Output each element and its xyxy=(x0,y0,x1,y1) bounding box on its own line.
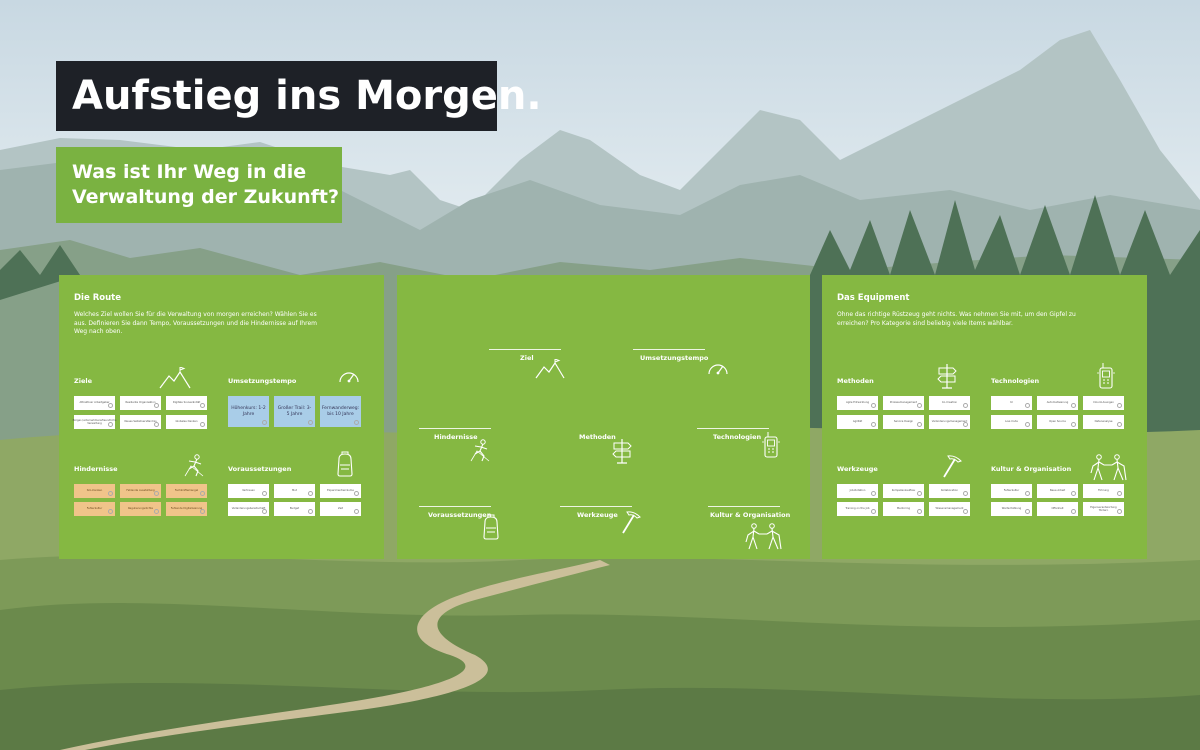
mountain-icon xyxy=(159,367,191,389)
kultur-card[interactable]: Neue Arbeit xyxy=(1037,484,1078,498)
werkzeug-card[interactable]: Wissensmanagement xyxy=(929,502,970,516)
tempo-card[interactable]: Fernwanderweg: bis 10 Jahre xyxy=(320,396,361,427)
werkzeug-card[interactable]: Kompetenzaufbau xyxy=(883,484,924,498)
ziel-card[interactable]: Attraktiver Arbeitgeber xyxy=(74,396,115,410)
werkzeug-card[interactable]: Job-Rotation xyxy=(837,484,878,498)
voraussetzungen-heading: Voraussetzungen xyxy=(228,465,292,473)
hindernis-card[interactable]: Fehlerkultur xyxy=(74,502,115,516)
page-title: Aufstieg ins Morgen. xyxy=(56,61,542,131)
ziel-card[interactable]: Globales Denken xyxy=(166,415,207,429)
methode-card[interactable]: Service Design xyxy=(883,415,924,429)
umsetzungstempo-line xyxy=(633,349,705,350)
equipment-panel-description: Ohne das richtige Rüstzeug geht nichts. … xyxy=(837,311,1076,327)
hindernis-card[interactable]: Silo-Denken xyxy=(74,484,115,498)
map-label-methoden[interactable]: Methoden xyxy=(579,433,616,441)
ziel-card[interactable]: Resiliente Organisation xyxy=(120,396,161,410)
werkzeuge-heading: Werkzeuge xyxy=(837,465,878,473)
technologien-heading: Technologien xyxy=(991,377,1040,385)
werkzeug-card[interactable]: Mentoring xyxy=(883,502,924,516)
map-label-voraussetzungen[interactable]: Voraussetzungen xyxy=(428,511,492,519)
voraussetzungen-line xyxy=(419,506,491,507)
methode-card[interactable]: Prozessmanagement xyxy=(883,396,924,410)
methoden-heading: Methoden xyxy=(837,377,874,385)
technologie-card[interactable]: Cloud-Lösungen xyxy=(1083,396,1124,410)
hindernis-card[interactable]: Fehlende Ausstattung xyxy=(120,484,161,498)
backpack-icon xyxy=(337,451,353,477)
climber-icon xyxy=(184,454,204,477)
kultur-organisation-heading: Kultur & Organisation xyxy=(991,465,1072,473)
methode-card[interactable]: Agilität xyxy=(837,415,878,429)
voraussetzung-card[interactable]: Experimentierräume xyxy=(320,484,361,498)
voraussetzung-card[interactable]: Mut xyxy=(274,484,315,498)
hindernis-card[interactable]: Fachkräftemangel xyxy=(166,484,207,498)
technologie-card[interactable]: KI xyxy=(991,396,1032,410)
voraussetzung-card[interactable]: Vertrauen xyxy=(228,484,269,498)
map-label-werkzeuge[interactable]: Werkzeuge xyxy=(577,511,618,519)
voraussetzung-card[interactable]: Veränderungsbereitschaft xyxy=(228,502,269,516)
climber-icon xyxy=(470,439,490,462)
speedometer-icon xyxy=(708,364,728,375)
voraussetzung-card[interactable]: Zeit xyxy=(320,502,361,516)
kultur-card[interactable]: Führung xyxy=(1083,484,1124,498)
methode-card[interactable]: Co-Creation xyxy=(929,396,970,410)
signpost-icon xyxy=(937,364,957,389)
equipment-panel: Das Equipment Ohne das richtige Rüstzeug… xyxy=(822,275,1147,559)
tempo-card[interactable]: Großer Trail: 3-5 Jahre xyxy=(274,396,315,427)
ziele-heading: Ziele xyxy=(74,377,92,385)
ziel-line xyxy=(489,349,561,350)
map-label-hindernisse[interactable]: Hindernisse xyxy=(434,433,478,441)
tempo-card[interactable]: Höhenkurs: 1-2 Jahre xyxy=(228,396,269,427)
technologie-card[interactable]: Datenanalyse xyxy=(1083,415,1124,429)
route-panel: Die Route Welches Ziel wollen Sie für di… xyxy=(59,275,384,559)
kultur-line xyxy=(708,506,780,507)
ice-axe-icon xyxy=(943,455,962,478)
werkzeug-card[interactable]: Training on the Job xyxy=(837,502,878,516)
map-label-kultur-organisation[interactable]: Kultur & Organisation xyxy=(710,511,791,519)
kultur-card[interactable]: Eigenverantwortung fördern xyxy=(1083,502,1124,516)
route-panel-description: Welches Ziel wollen Sie für die Verwaltu… xyxy=(74,311,317,335)
map-label-technologien[interactable]: Technologien xyxy=(713,433,762,441)
hindernis-card[interactable]: Fehlende Digitalisierung xyxy=(166,502,207,516)
hindernisse-heading: Hindernisse xyxy=(74,465,118,473)
map-label-umsetzungstempo[interactable]: Umsetzungstempo xyxy=(640,354,709,362)
werkzeuge-line xyxy=(560,506,632,507)
hindernis-card[interactable]: Regulierungsdichte xyxy=(120,502,161,516)
kultur-card[interactable]: Offenheit xyxy=(1037,502,1078,516)
methode-card[interactable]: Veränderungsmanagement xyxy=(929,415,970,429)
route-map-panel: Ziel Umsetzungstempo Hindernisse Methode… xyxy=(397,275,810,559)
hikers-group-icon xyxy=(745,523,782,550)
gps-device-icon xyxy=(762,432,780,458)
signpost-icon xyxy=(612,439,632,464)
umsetzungstempo-heading: Umsetzungstempo xyxy=(228,377,297,385)
technologie-card[interactable]: Open Source xyxy=(1037,415,1078,429)
methode-card[interactable]: Agile Entwicklung xyxy=(837,396,878,410)
kultur-card[interactable]: Wertschätzung xyxy=(991,502,1032,516)
gps-device-icon xyxy=(1097,363,1115,389)
subtitle-line-1: Was ist Ihr Weg in die xyxy=(72,161,307,183)
subtitle-line-2: Verwaltung der Zukunft? xyxy=(72,186,339,208)
ziel-card[interactable]: Digitale Souveränität xyxy=(166,396,207,410)
ziel-card[interactable]: Bürger-/unternehmensfreundliche Verwaltu… xyxy=(73,415,116,429)
technologie-card[interactable]: Automatisierung xyxy=(1037,396,1078,410)
werkzeug-card[interactable]: Kollaboration xyxy=(929,484,970,498)
ziel-card[interactable]: Neues Selbstverständnis xyxy=(120,415,161,429)
hindernisse-line xyxy=(419,428,491,429)
technologien-line xyxy=(697,428,769,429)
voraussetzung-card[interactable]: Budget xyxy=(274,502,315,516)
page-subtitle: Was ist Ihr Weg in die Verwaltung der Zu… xyxy=(56,147,342,223)
technologie-card[interactable]: Low-Code xyxy=(991,415,1032,429)
mountain-icon xyxy=(535,359,565,379)
speedometer-icon xyxy=(339,372,359,383)
route-panel-title: Die Route xyxy=(74,293,121,303)
ice-axe-icon xyxy=(622,511,641,534)
equipment-panel-title: Das Equipment xyxy=(837,293,910,303)
backpack-icon xyxy=(483,514,499,540)
hikers-group-icon xyxy=(1090,454,1127,481)
map-label-ziel[interactable]: Ziel xyxy=(520,354,534,362)
kultur-card[interactable]: Fehlerkultur xyxy=(991,484,1032,498)
